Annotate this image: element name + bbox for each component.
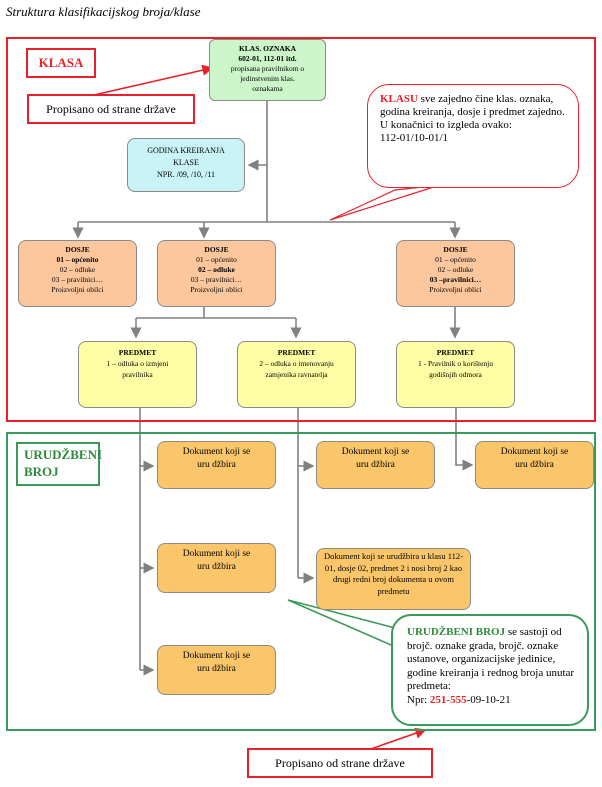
predmet-box-1: PREDMET 1 – odluka o izmjeni pravilnika (78, 341, 197, 408)
dosje-box-2: DOSJE 01 – općenito 02 – odluke 03 – pra… (157, 240, 276, 307)
document-box: Dokument koji se uru džbira (316, 441, 435, 489)
urudzbeni-note-highlight: URUDŽBENI BROJ (407, 626, 506, 638)
dosje-title: DOSJE (65, 245, 90, 254)
klas-oznaka-line5: oznakama (252, 84, 283, 93)
doc-line2: uru džbira (197, 460, 236, 470)
klasa-tag: KLASA (26, 48, 96, 78)
doc-line2: uru džbira (515, 460, 554, 470)
urudzbeni-note-example-red: 251-555 (429, 693, 467, 706)
klasa-note-highlight: KLASU (380, 93, 418, 105)
dosje-box-1: DOSJE 01 – općenito 02 – odluke 03 – pra… (18, 240, 137, 307)
godina-line1: GODINA KREIRANJA (147, 146, 225, 155)
document-box: Dokument koji se uru džbira (157, 441, 276, 489)
klas-oznaka-line1: KLAS. OZNAKA (238, 44, 297, 53)
doc-line1: Dokument koji se (341, 447, 410, 457)
urudzbeni-note-example-prefix: Npr: (407, 693, 430, 706)
klasa-frame (6, 37, 596, 422)
dosje-box-3: DOSJE 01 – općenito 02 – odluke 03 –prav… (396, 240, 515, 307)
page-title: Struktura klasifikacijskog broja/klase (6, 4, 201, 19)
doc-line1: Dokument koji se (182, 549, 251, 559)
doc-line2: uru džbira (197, 664, 236, 674)
dosje-item: 01 – općenito (56, 255, 99, 264)
document-box: Dokument koji se uru džbira (475, 441, 594, 489)
godina-kreiranja-box: GODINA KREIRANJA KLASE NPR. /09, /10, /1… (127, 138, 245, 192)
urudzbeni-tag: URUDŽBENI BROJ (16, 442, 103, 486)
klas-oznaka-line2: 602-01, 112-01 itd. (238, 54, 297, 63)
klas-oznaka-line3: propisana pravilnikom o (230, 64, 305, 73)
dosje-item: 01 – općenito (435, 255, 476, 264)
predmet-text: 2 – odluka o imenovanju zamjenika ravnat… (259, 359, 334, 379)
prescribed-label-top: Propisano od strane države (27, 94, 195, 124)
doc-line2: uru džbira (197, 562, 236, 572)
doc-line2: uru džbira (356, 460, 395, 470)
urudzbeni-tag-line1: URUDŽBENI (24, 447, 103, 462)
predmet-box-3: PREDMET 1 - Pravilnik o korištenju godiš… (396, 341, 515, 408)
dosje-title: DOSJE (443, 245, 468, 254)
klasa-note: KLASU sve zajedno čine klas. oznaka, god… (367, 84, 579, 188)
dosje-item: 02 – odluke (198, 265, 235, 274)
klas-oznaka-box: KLAS. OZNAKA 602-01, 112-01 itd. propisa… (209, 39, 326, 101)
predmet-text: 1 - Pravilnik o korištenju godišnjih odm… (418, 359, 493, 379)
document-box: Dokument koji se uru džbira (157, 645, 276, 695)
dosje-footer: Proizvoljni obilci (51, 285, 104, 294)
klasa-note-text: sve zajedno čine klas. oznaka, godina kr… (380, 93, 565, 131)
predmet-title: PREDMET (436, 348, 475, 357)
urudzbeni-frame (6, 432, 596, 731)
dosje-footer: Proizvoljni oblici (429, 285, 482, 294)
predmet-title: PREDMET (277, 348, 316, 357)
predmet-box-2: PREDMET 2 – odluka o imenovanju zamjenik… (237, 341, 356, 408)
godina-line3: NPR. /09, /10, /11 (157, 170, 215, 179)
urudzbeni-note-example-rest: -09-10-21 (466, 693, 511, 706)
document-box-long: Dokument koji se urudžbira u klasu 112-0… (316, 548, 471, 610)
prescribed-label-bottom: Propisano od strane države (247, 748, 433, 778)
godina-line2: KLASE (173, 158, 199, 167)
doc-line1: Dokument koji se (182, 447, 251, 457)
predmet-title: PREDMET (118, 348, 157, 357)
dosje-item: 03 – pravilnici… (190, 275, 243, 284)
dosje-item: 03 – pravilnici… (51, 275, 104, 284)
dosje-item: 03 –pravilnici… (429, 275, 482, 284)
document-box: Dokument koji se uru džbira (157, 543, 276, 593)
doc-line1: Dokument koji se (182, 651, 251, 661)
predmet-text: 1 – odluka o izmjeni pravilnika (106, 359, 169, 379)
urudzbeni-note: URUDŽBENI BROJ se sastoji od brojč. ozna… (391, 614, 589, 726)
dosje-item: 01 – općenito (196, 255, 237, 264)
klasa-note-example: 112-01/10-01/1 (380, 132, 449, 144)
klas-oznaka-line4: jedinstvenim klas. (240, 74, 295, 83)
dosje-item: 02 – odluke (437, 265, 474, 274)
urudzbeni-tag-line2: BROJ (24, 464, 59, 479)
urudzbeni-note-text: se sastoji od brojč. oznake grada, brojč… (407, 626, 575, 692)
dosje-footer: Proizvoljni oblici (190, 285, 243, 294)
doc-line1: Dokument koji se (500, 447, 569, 457)
dosje-title: DOSJE (204, 245, 229, 254)
dosje-item: 02 – odluke (59, 265, 96, 274)
